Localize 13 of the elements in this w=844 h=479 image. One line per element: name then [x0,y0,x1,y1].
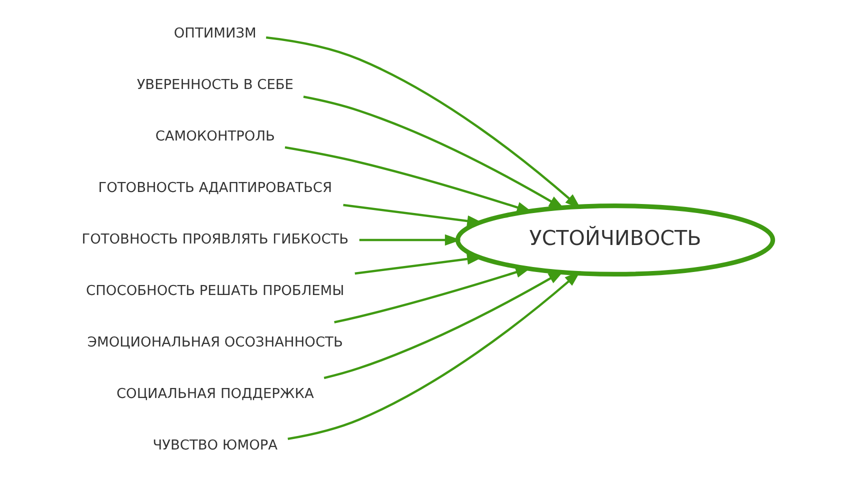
arrow [288,270,581,440]
node-text: САМОКОНТРОЛЬ [155,128,275,144]
node-text: ЭМОЦИОНАЛЬНАЯ ОСОЗНАННОСТЬ [87,334,343,350]
node-text: СОЦИАЛЬНАЯ ПОДДЕРЖКА [116,385,314,402]
node-text: ОПТИМИЗМ [174,25,256,42]
node-text: ГОТОВНОСТЬ АДАПТИРОВАТЬСЯ [98,180,332,196]
node-text: ЧУВСТВО ЮМОРА [152,436,278,453]
node-text: СПОСОБНОСТЬ РЕШАТЬ ПРОБЛЕМЫ [86,282,344,299]
node-text: УВЕРЕННОСТЬ В СЕБЕ [136,76,294,93]
node-text: ГОТОВНОСТЬ ПРОЯВЛЯТЬ ГИБКОСТЬ [82,231,349,248]
arrow [324,270,564,379]
arrow [359,234,461,246]
arrow [266,36,582,209]
